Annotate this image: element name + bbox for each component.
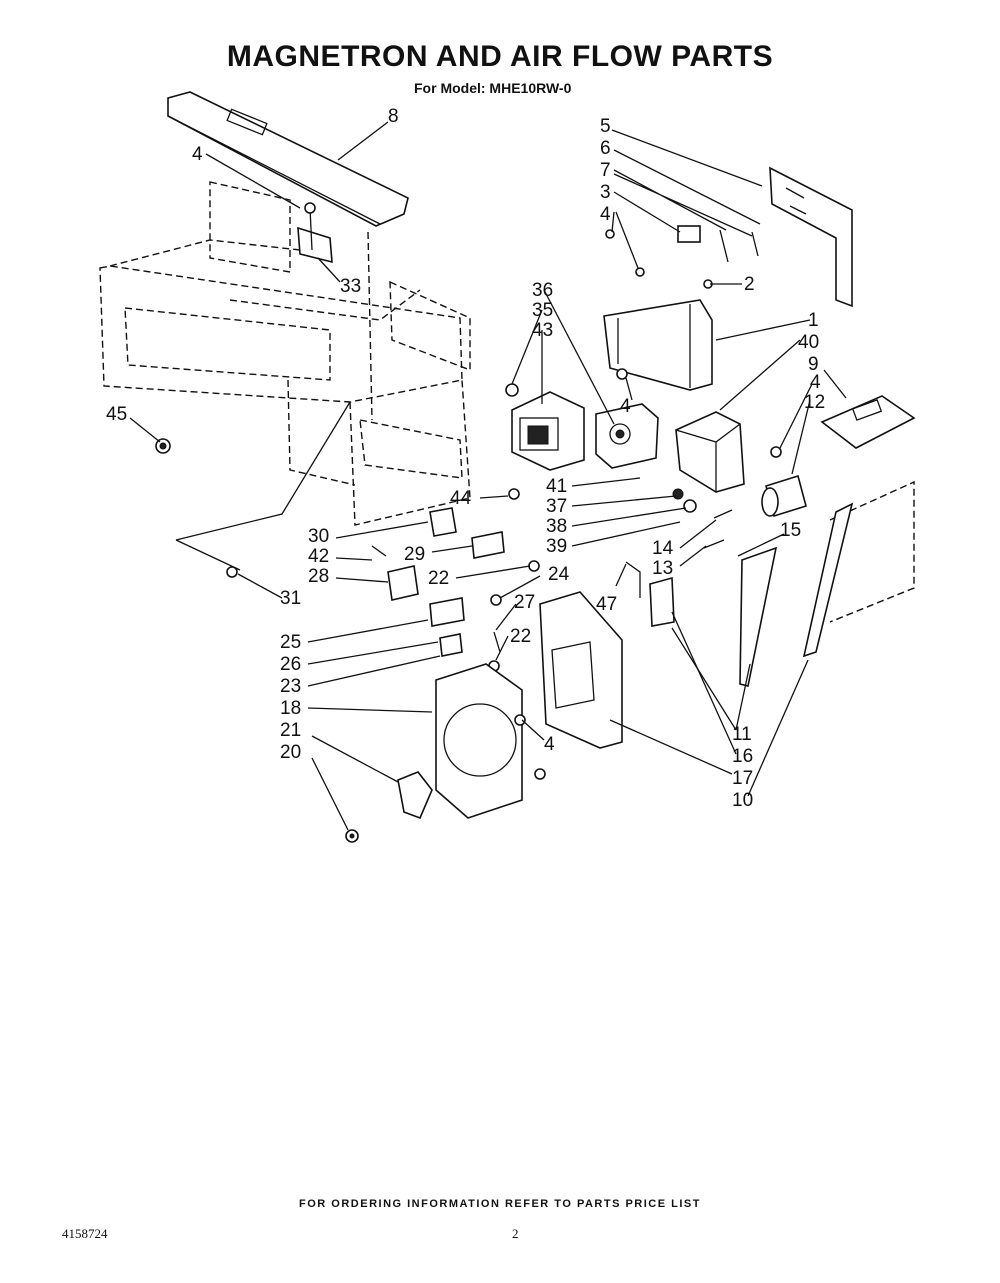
- top-cover-part: [167, 91, 409, 227]
- callout-label: 10: [732, 790, 753, 811]
- callout-label: 39: [546, 536, 567, 557]
- callout-label: 18: [280, 698, 301, 719]
- side-panel: [802, 480, 915, 658]
- leader-lines: [129, 121, 847, 831]
- transformer: [505, 383, 585, 471]
- callout-label: 5: [600, 116, 611, 137]
- callout-label: 45: [106, 404, 127, 425]
- callout-label: 23: [280, 676, 301, 697]
- nut-part: [155, 438, 171, 454]
- capacitor: [761, 474, 807, 518]
- callout-label: 16: [732, 746, 753, 767]
- callout-label: 36: [532, 280, 553, 301]
- callout-label: 35: [532, 300, 553, 321]
- callout-label: 17: [732, 768, 753, 789]
- model-subtitle: For Model: MHE10RW-0: [414, 80, 572, 96]
- bracket-part: [297, 202, 373, 421]
- callout-label: 21: [280, 720, 301, 741]
- callout-label: 37: [546, 496, 567, 517]
- callout-label: 6: [600, 138, 611, 159]
- callout-label: 22: [510, 626, 531, 647]
- page-title: MAGNETRON AND AIR FLOW PARTS: [226, 40, 774, 73]
- ordering-note: FOR ORDERING INFORMATION REFER TO PARTS …: [299, 1198, 701, 1210]
- callout-label: 38: [546, 516, 567, 537]
- callout-label: 24: [548, 564, 570, 585]
- callout-label: 9: [808, 354, 819, 375]
- callout-label: 8: [388, 106, 399, 127]
- interlock-switches: [371, 507, 540, 672]
- callout-label: 44: [450, 488, 472, 509]
- callout-label: 25: [280, 632, 301, 653]
- callout-label: 1: [808, 310, 819, 331]
- callout-label: 4: [192, 144, 203, 165]
- page-number: 2: [512, 1226, 519, 1241]
- callout-label: 13: [652, 558, 673, 579]
- callout-label: 4: [600, 204, 611, 225]
- callout-label: 33: [340, 276, 361, 297]
- callout-label: 42: [308, 546, 329, 567]
- callout-label: 22: [428, 568, 449, 589]
- callout-label: 27: [514, 592, 535, 613]
- air-duct: [739, 546, 778, 687]
- thermal-cutout: [605, 225, 759, 289]
- fan-blade: [345, 771, 433, 843]
- callout-label: 30: [308, 526, 329, 547]
- fan-housing: [435, 591, 623, 819]
- callout-label: 40: [798, 332, 819, 353]
- callout-label: 20: [280, 742, 301, 763]
- callout-label: 2: [744, 274, 755, 295]
- callout-label: 12: [804, 392, 825, 413]
- cabinet-outline: [99, 181, 471, 526]
- callout-label: 4: [544, 734, 555, 755]
- callout-label: 7: [600, 160, 611, 181]
- screws: [226, 368, 782, 780]
- waveguide: [675, 411, 745, 493]
- callout-label: 47: [596, 594, 617, 615]
- magnetron-bracket: [603, 299, 713, 391]
- document-number: 4158724: [62, 1226, 108, 1241]
- callout-label: 41: [546, 476, 567, 497]
- cover-plate: [820, 395, 916, 449]
- callout-label: 26: [280, 654, 301, 675]
- callout-label: 14: [652, 538, 674, 559]
- callout-label: 43: [532, 320, 553, 341]
- callout-labels: 8 4 33 45 5 6 7 3 4 2 1 40 9 4 12 4 36 3…: [106, 106, 825, 811]
- callout-label: 28: [308, 566, 329, 587]
- callout-label: 11: [732, 724, 752, 745]
- callout-label: 15: [780, 520, 801, 541]
- callout-label: 31: [280, 588, 301, 609]
- callout-label: 29: [404, 544, 425, 565]
- callout-label: 4: [620, 396, 631, 417]
- mounting-plate: [769, 166, 853, 308]
- switch-bracket: [625, 488, 733, 627]
- callout-label: 3: [600, 182, 611, 203]
- callout-label: 4: [810, 372, 821, 393]
